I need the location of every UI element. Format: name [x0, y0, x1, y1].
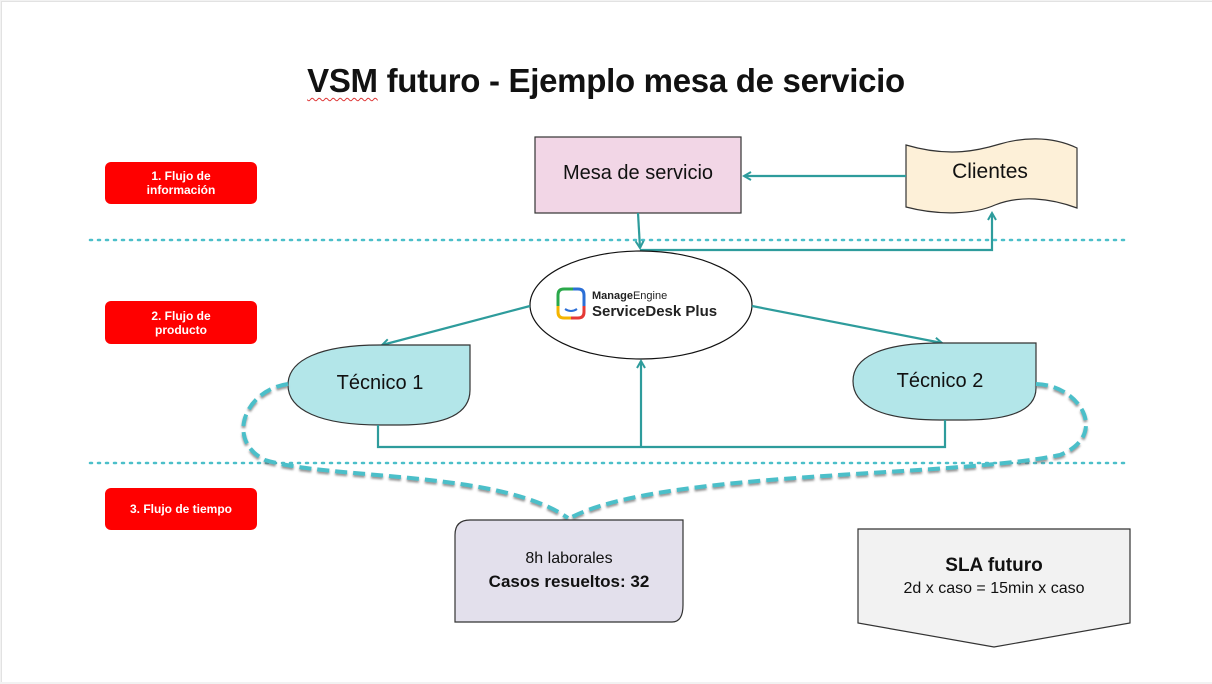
tecnico-2-shape	[852, 342, 1037, 421]
clientes-label: Clientes	[952, 160, 1028, 183]
tecnico-2-label: Técnico 2	[896, 370, 984, 392]
arrow-servicedesk-to-tecnico1	[382, 304, 531, 345]
manageengine-brand: ManageEngine	[592, 290, 668, 302]
time-box	[454, 519, 684, 623]
sla-title: SLA futuro	[945, 555, 1043, 576]
sla-subtitle: 2d x caso = 15min x caso	[903, 580, 1085, 597]
time-box-cases: Casos resueltos: 32	[488, 572, 650, 591]
page-title: VSM futuro - Ejemplo mesa de servicio	[0, 62, 1212, 100]
arrow-mesa-to-servicedesk	[638, 212, 640, 248]
arrow-servicedesk-to-clientes	[640, 213, 992, 252]
mesa-de-servicio-box	[534, 136, 742, 214]
mesa-de-servicio-label: Mesa de servicio	[562, 162, 714, 184]
clientes-shape	[905, 138, 1078, 214]
servicedesk-logo-icon	[556, 287, 586, 320]
flow-label-time: 3. Flujo de tiempo	[105, 488, 257, 530]
servicedesk-plus-label: ServiceDesk Plus	[592, 303, 718, 320]
dashed-loop-tecnico2	[569, 382, 1088, 520]
dashed-loop-tecnico1	[241, 382, 570, 520]
connector-tecnicos-return	[376, 420, 947, 449]
title-spellcheck-word: VSM	[307, 62, 378, 99]
sla-shape	[857, 528, 1131, 648]
tecnico-1-label: Técnico 1	[336, 372, 424, 394]
arrow-servicedesk-to-tecnico2	[751, 304, 942, 343]
tecnico-1-shape	[287, 344, 471, 426]
title-text: futuro - Ejemplo mesa de servicio	[377, 62, 906, 99]
time-box-hours: 8h laborales	[525, 550, 613, 567]
